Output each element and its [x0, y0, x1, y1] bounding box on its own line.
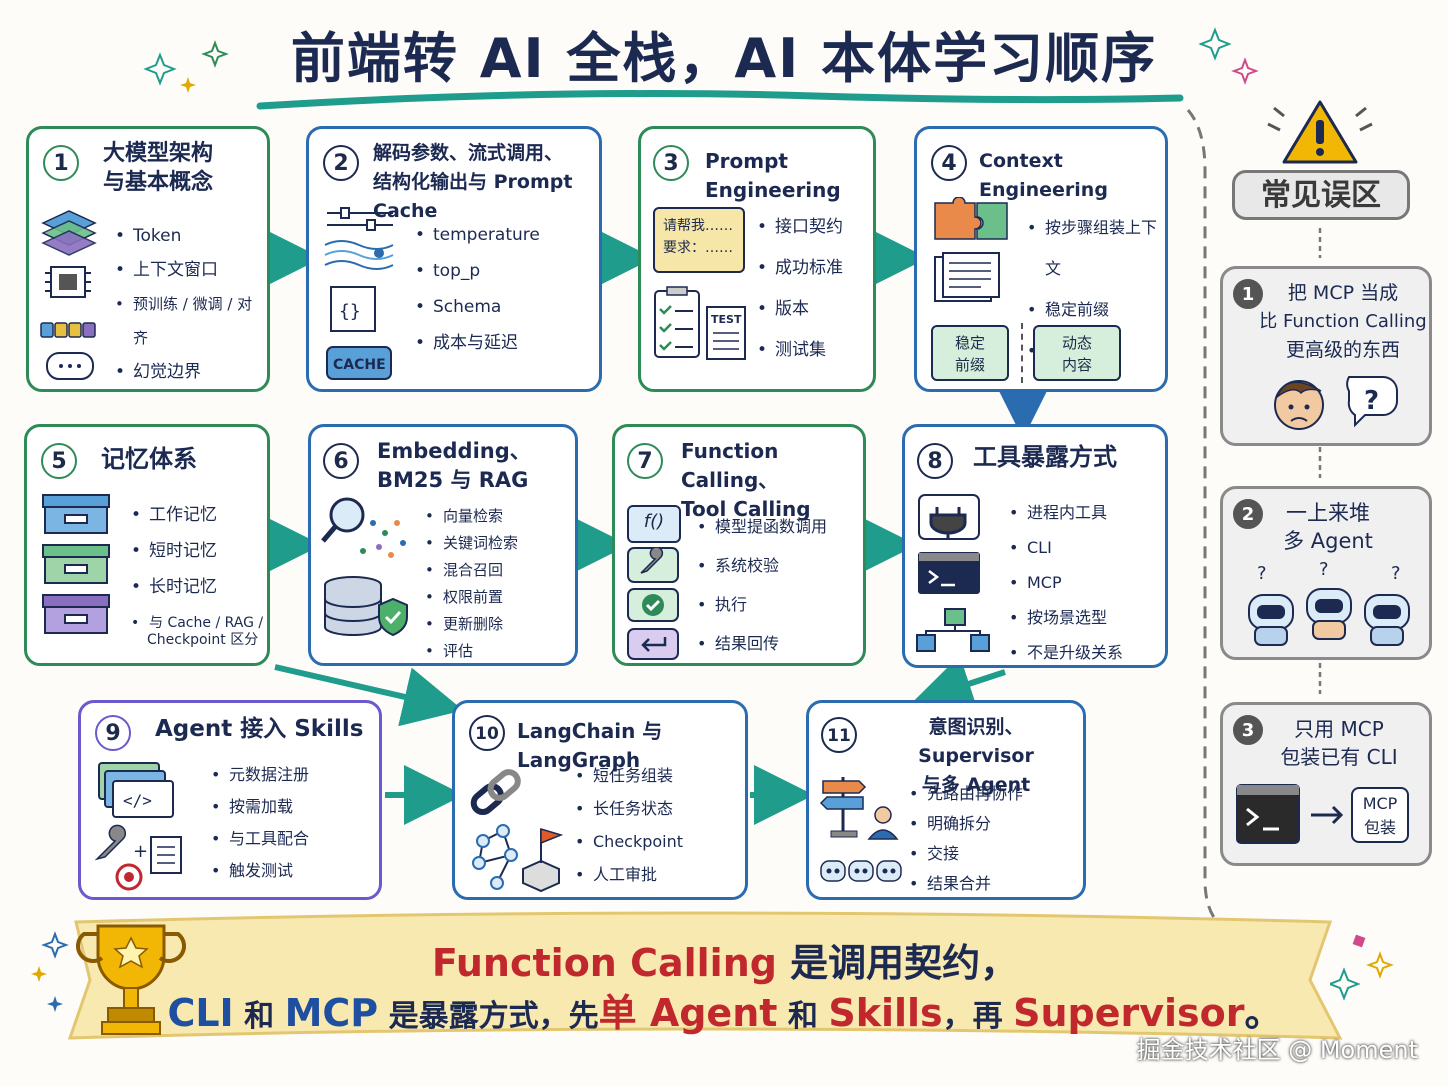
storage-boxes-icon: [42, 494, 110, 634]
step-8-card: 8 工具暴露方式 进程内工具CLIMCP按场景选型不是升级关系: [902, 424, 1168, 670]
step-title: Context Engineering: [979, 150, 1108, 201]
watermark: 掘金技术社区 @ Moment: [1136, 1036, 1418, 1064]
step-items: 元数据注册按需加载与工具配合触发测试: [211, 759, 309, 887]
step-9-card: 9 Agent 接入 Skills 元数据注册按需加载与工具配合触发测试 </>…: [78, 700, 382, 900]
mistake-2-card: 2 一上来堆多 Agent ???: [1220, 486, 1432, 660]
step-items: 接口契约成功标准版本测试集: [757, 207, 843, 371]
step-number: 2: [323, 145, 359, 181]
step-items: 短任务组装长任务状态Checkpoint人工审批: [575, 759, 683, 891]
banner-line-2: CLI 和 MCP 是暴露方式，先单 Agent 和 Skills，再 Supe…: [167, 991, 1283, 1035]
sparkle-icon: [143, 40, 229, 93]
prompt-note: 请帮我……要求：……: [653, 207, 745, 273]
puzzle-icon: [934, 197, 1008, 302]
step-number: 5: [41, 443, 77, 479]
sparkle-icon: [1198, 27, 1259, 85]
mistake-number: 2: [1233, 499, 1263, 529]
step-title: 大模型架构与基本概念: [103, 141, 214, 195]
svg-text:?: ?: [1257, 563, 1267, 584]
plug-terminal-icons: [916, 494, 990, 652]
step-number: 1: [43, 145, 79, 181]
step-number: 7: [627, 443, 663, 479]
step-title: Agent 接入 Skills: [155, 716, 364, 742]
mistakes-title: 常见误区: [1232, 170, 1410, 220]
step-title: Prompt Engineering: [705, 149, 841, 202]
step-5-card: 5 记忆体系 工作记忆短时记忆长时记忆与 Cache / RAG / Check…: [24, 424, 270, 666]
robots-icon: ???: [1248, 559, 1410, 646]
step-number: 6: [323, 443, 359, 479]
terminal-icon: [1236, 784, 1300, 844]
checklist-icon: TEST: [654, 286, 746, 360]
step-title: 解码参数、流式调用、结构化输出与 Prompt Cache: [373, 142, 573, 222]
arrow-right-icon: [1311, 805, 1344, 825]
banner-ribbon: [67, 911, 1343, 1040]
step-item-cont: Checkpoint 区分: [147, 632, 259, 648]
step-items: 工作记忆短时记忆长时记忆与 Cache / RAG /: [131, 497, 263, 641]
test-label: TEST: [711, 313, 742, 326]
step-title: 记忆体系: [101, 445, 197, 473]
step-7-card: 7 Function Calling、Tool Calling 模型提函数调用系…: [612, 424, 866, 666]
banner-line-1: Function Calling 是调用契约，: [431, 941, 1019, 985]
svg-text:{}: {}: [339, 301, 361, 322]
router-agents-icon: [819, 777, 902, 882]
svg-text:?: ?: [1391, 563, 1401, 584]
function-icon: f(): [627, 505, 681, 543]
step-number: 9: [95, 715, 131, 751]
step-6-card: 6 Embedding、BM25 与 RAG 向量检索关键词检索混合召回权限前置…: [308, 424, 578, 666]
step-number: 3: [653, 145, 689, 181]
step-number: 10: [469, 715, 505, 751]
step-4-card: 4 Context Engineering 按步骤组装上下文稳定前缀动态内容 稳…: [914, 126, 1168, 392]
cache-label: CACHE: [333, 357, 386, 373]
mistake-number: 3: [1233, 715, 1263, 745]
confused-person-icon: ?: [1274, 376, 1398, 430]
step-title: Embedding、BM25 与 RAG: [377, 439, 531, 492]
step-items: 模型提函数调用系统校验执行结果回传: [697, 507, 827, 663]
svg-text:?: ?: [1319, 559, 1329, 580]
trophy-icon: [76, 924, 186, 1035]
mistake-number: 1: [1233, 279, 1263, 309]
step-items: 先路由再协作明确拆分交接结果合并: [909, 779, 1023, 899]
dynamic-content-tag: 动态内容: [1033, 325, 1121, 381]
chain-graph-icons: [470, 769, 564, 893]
step-items: temperaturetop_pSchema成本与延迟: [415, 217, 540, 361]
step-items: 进程内工具CLIMCP按场景选型不是升级关系: [1009, 495, 1123, 670]
warning-icon: [1267, 100, 1373, 164]
step-3-card: 3 Prompt Engineering 接口契约成功标准版本测试集 请帮我………: [638, 126, 876, 392]
title-underline: [256, 90, 1184, 110]
step-number: 11: [821, 717, 857, 753]
search-database-icon: [321, 497, 408, 637]
step-number: 8: [917, 443, 953, 479]
sliders-icon: {} CACHE: [324, 207, 394, 380]
step-10-card: 10 LangChain 与 LangGraph 短任务组装长任务状态Check…: [452, 700, 748, 900]
svg-text:?: ?: [1364, 386, 1379, 416]
layers-icon: [40, 210, 97, 380]
tool-icons: [627, 547, 679, 660]
svg-text:+: +: [133, 841, 148, 862]
divider: [1021, 323, 1023, 383]
svg-text:</>: </>: [123, 791, 152, 810]
page-title: 前端转 AI 全栈，AI 本体学习顺序: [290, 27, 1158, 90]
skills-icons: </> +: [94, 762, 182, 891]
stable-prefix-tag: 稳定前缀: [931, 325, 1009, 381]
step-items: Token上下文窗口预训练 / 微调 / 对齐幻觉边界: [115, 219, 267, 389]
sparkle-icon: [1330, 934, 1394, 1001]
step-number: 4: [931, 145, 967, 181]
step-2-card: 2 解码参数、流式调用、结构化输出与 Prompt Cache temperat…: [306, 126, 602, 392]
mistake-text: 一上来堆多 Agent: [1283, 501, 1373, 553]
step-items: 向量检索关键词检索混合召回权限前置更新删除评估: [425, 503, 518, 665]
step-title: 工具暴露方式: [973, 443, 1117, 471]
sparkle-icon: [31, 931, 69, 1012]
